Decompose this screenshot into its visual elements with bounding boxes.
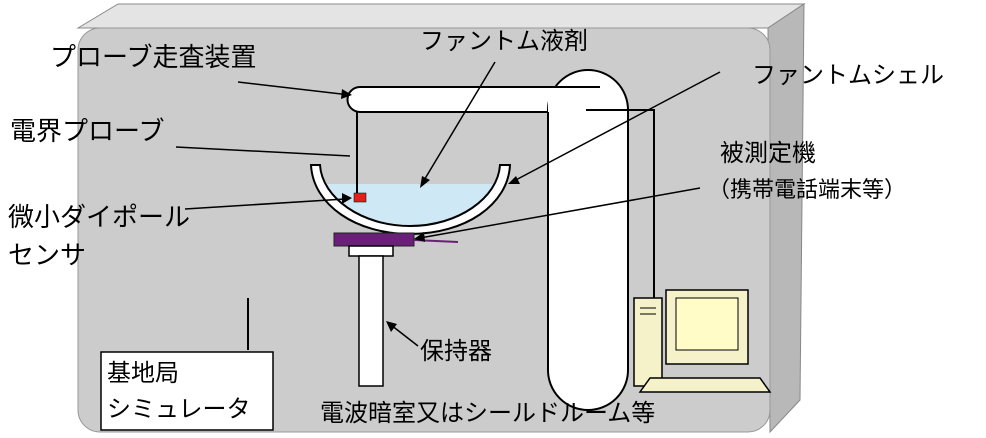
label-chamber: 電波暗室又はシールドルーム等 — [320, 399, 656, 427]
leader-probe-scanner — [237, 81, 351, 96]
label-dut: 被測定機 — [720, 139, 816, 167]
leader-holder — [390, 324, 419, 347]
leader-dut-head — [414, 232, 425, 242]
holder-post — [358, 255, 384, 387]
probe-scanner-arm — [346, 86, 587, 113]
label-phantom-liquid: ファントム液剤 — [420, 27, 588, 55]
label-holder: 保持器 — [420, 337, 492, 365]
holder-head — [348, 245, 394, 257]
label-dipole-line1: 微小ダイポール — [8, 203, 191, 233]
dipole-sensor — [353, 192, 367, 203]
scanner-tower — [547, 69, 629, 411]
scanner-cable — [586, 109, 655, 298]
label-base-station-line1: 基地局 — [107, 359, 179, 387]
scanner-tower-join — [548, 87, 586, 112]
leader-phantom-shell-head — [508, 176, 520, 184]
monitor-screen — [675, 297, 739, 351]
leader-efield-probe — [175, 146, 351, 157]
computer-tower — [633, 297, 663, 387]
leader-phantom-liquid-head — [420, 176, 430, 188]
leader-dipole-head — [342, 193, 352, 204]
leader-phantom-liquid — [422, 61, 496, 183]
label-dipole-line2: センサ — [8, 241, 87, 271]
room-top-face — [76, 3, 806, 29]
leader-dut — [419, 187, 701, 239]
leader-phantom-shell — [511, 71, 721, 183]
label-dut-sub: （携帯電話端末等） — [708, 178, 907, 203]
dut-device — [333, 232, 415, 247]
leader-probe-scanner-head — [341, 89, 352, 99]
label-base-station-line2: シミュレータ — [107, 395, 251, 423]
base-station-simulator — [100, 351, 274, 431]
keyboard — [638, 377, 772, 393]
leader-holder-head — [386, 321, 397, 332]
leader-dipole — [184, 198, 346, 210]
label-probe-scanner: プローブ走査装置 — [50, 43, 257, 73]
label-phantom-shell: ファントムシェル — [752, 61, 944, 89]
phantom-shell — [309, 164, 512, 236]
label-efield-probe: 電界プローブ — [10, 117, 165, 147]
